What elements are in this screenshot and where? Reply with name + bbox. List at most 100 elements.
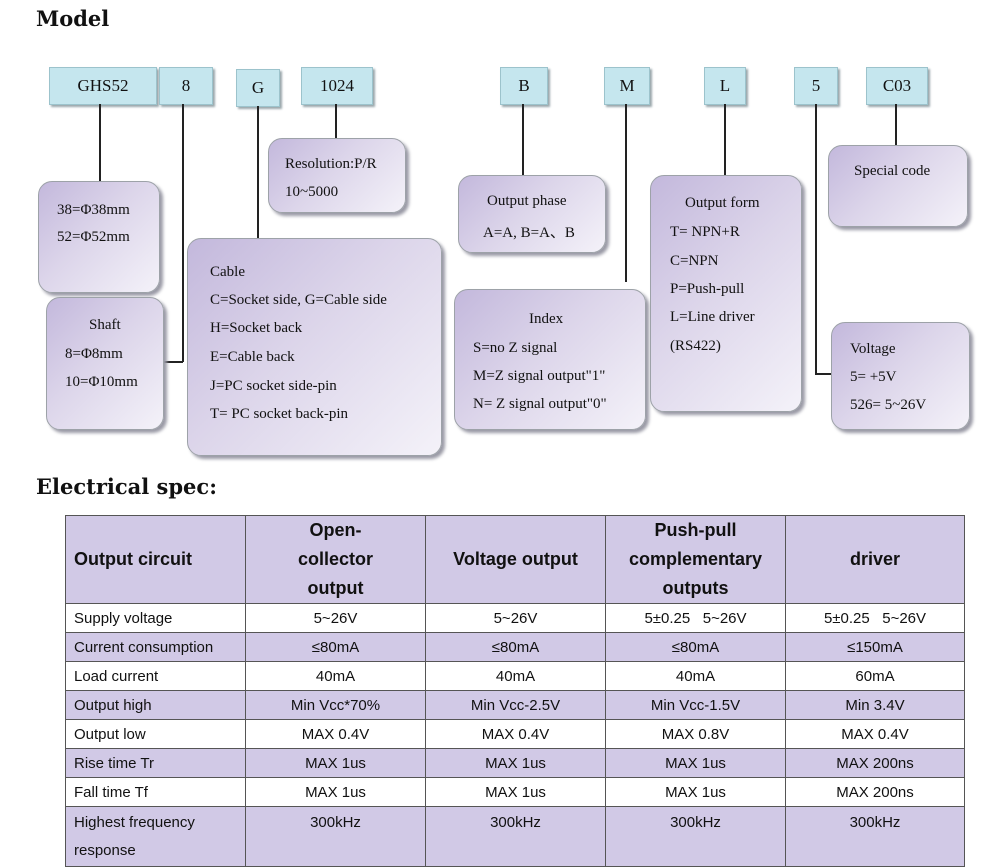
index-s: S=no Z signal — [473, 340, 558, 356]
cable-title: Cable — [210, 264, 245, 280]
table-cell: 300kHz — [245, 806, 426, 867]
cable-h: H=Socket back — [210, 320, 303, 336]
table-cell: MAX 0.4V — [785, 719, 965, 749]
table-cell: 40mA — [605, 661, 786, 691]
table-cell: MAX 0.4V — [245, 719, 426, 749]
cable-box: Cable C=Socket side, G=Cable side H=Sock… — [187, 238, 442, 456]
table-cell: ≤80mA — [425, 632, 606, 662]
size-38: 38=Φ38mm — [57, 202, 130, 218]
connector-line — [182, 104, 184, 362]
connector-line — [724, 104, 726, 176]
shaft-10: 10=Φ10mm — [65, 374, 138, 390]
output-phase-box: Output phase A=A, B=A、B — [458, 175, 606, 253]
table-cell: ≤80mA — [605, 632, 786, 662]
special-code-title: Special code — [854, 163, 931, 179]
row-label: Current consumption — [65, 632, 246, 662]
output-form-c: C=NPN — [670, 253, 719, 269]
table-header-row: Output circuit Open-collector output Vol… — [65, 515, 965, 604]
table-cell: ≤150mA — [785, 632, 965, 662]
index-n: N= Z signal output"0" — [473, 396, 607, 412]
row-label: Supply voltage — [65, 603, 246, 633]
table-cell: MAX 1us — [245, 777, 426, 807]
connector-line — [895, 104, 897, 146]
table-cell: Min Vcc*70% — [245, 690, 426, 720]
table-cell: MAX 1us — [605, 748, 786, 778]
table-cell: 300kHz — [425, 806, 606, 867]
row-label: Output low — [65, 719, 246, 749]
code-output-form: L — [704, 67, 746, 105]
table-cell: 5±0.25 5~26V — [605, 603, 786, 633]
table-cell: 300kHz — [785, 806, 965, 867]
output-form-title: Output form — [685, 195, 760, 211]
shaft-box: Shaft 8=Φ8mm 10=Φ10mm — [46, 297, 164, 430]
connector-line — [522, 104, 524, 176]
index-box: Index S=no Z signal M=Z signal output"1"… — [454, 289, 646, 430]
electrical-spec-table: Output circuit Open-collector output Vol… — [65, 515, 965, 867]
header-open-collector: Open-collector output — [245, 515, 426, 604]
electrical-spec-heading: Electrical spec: — [36, 474, 217, 499]
connector-line — [257, 106, 259, 239]
header-push-pull: Push-pull complementary outputs — [605, 515, 786, 604]
table-row: Current consumption ≤80mA ≤80mA ≤80mA ≤1… — [65, 632, 965, 662]
table-cell: Min Vcc-2.5V — [425, 690, 606, 720]
table-row: Supply voltage 5~26V 5~26V 5±0.25 5~26V … — [65, 603, 965, 633]
voltage-5: 5= +5V — [850, 369, 897, 385]
code-resolution: 1024 — [301, 67, 373, 105]
row-label: Output high — [65, 690, 246, 720]
code-voltage: 5 — [794, 67, 838, 105]
header-output-circuit: Output circuit — [65, 515, 246, 604]
code-special: C03 — [866, 67, 928, 105]
cable-t: T= PC socket back-pin — [210, 406, 349, 422]
code-index: M — [604, 67, 650, 105]
table-cell: Min 3.4V — [785, 690, 965, 720]
table-cell: MAX 1us — [245, 748, 426, 778]
code-shaft: 8 — [159, 67, 213, 105]
cable-e: E=Cable back — [210, 349, 295, 365]
table-cell: MAX 0.8V — [605, 719, 786, 749]
voltage-box: Voltage 5= +5V 526= 5~26V — [831, 322, 970, 430]
output-form-rs422: (RS422) — [670, 338, 721, 354]
output-form-l: L=Line driver — [670, 309, 755, 325]
connector-line — [815, 373, 831, 375]
model-heading: Model — [36, 6, 110, 31]
row-label: Fall time Tf — [65, 777, 246, 807]
table-row: Output low MAX 0.4V MAX 0.4V MAX 0.8V MA… — [65, 719, 965, 749]
table-cell: ≤80mA — [245, 632, 426, 662]
row-label: Highest frequency response — [65, 806, 246, 867]
special-code-box: Special code — [828, 145, 968, 227]
cable-c-g: C=Socket side, G=Cable side — [210, 292, 387, 308]
output-form-p: P=Push-pull — [670, 281, 745, 297]
row-label: Rise time Tr — [65, 748, 246, 778]
table-cell: 5~26V — [245, 603, 426, 633]
connector-line — [164, 361, 183, 363]
output-form-box: Output form T= NPN+R C=NPN P=Push-pull L… — [650, 175, 802, 412]
table-cell: 40mA — [245, 661, 426, 691]
output-phase-ab: A=A, B=A、B — [483, 225, 575, 241]
code-output-phase: B — [500, 67, 548, 105]
table-cell: MAX 1us — [605, 777, 786, 807]
connector-line — [625, 104, 627, 282]
table-cell: Min Vcc-1.5V — [605, 690, 786, 720]
table-cell: 5~26V — [425, 603, 606, 633]
connector-line — [99, 104, 101, 182]
table-cell: 5±0.25 5~26V — [785, 603, 965, 633]
table-row: Load current 40mA 40mA 40mA 60mA — [65, 661, 965, 691]
row-label: Load current — [65, 661, 246, 691]
resolution-range: 10~5000 — [285, 184, 339, 200]
output-phase-title: Output phase — [487, 193, 567, 209]
table-cell: MAX 200ns — [785, 777, 965, 807]
table-cell: MAX 1us — [425, 777, 606, 807]
voltage-title: Voltage — [850, 341, 896, 357]
table-cell: MAX 0.4V — [425, 719, 606, 749]
size-52: 52=Φ52mm — [57, 229, 130, 245]
shaft-8: 8=Φ8mm — [65, 346, 123, 362]
table-row: Fall time Tf MAX 1us MAX 1us MAX 1us MAX… — [65, 777, 965, 807]
connector-line — [335, 104, 337, 140]
shaft-title: Shaft — [89, 317, 121, 333]
index-m: M=Z signal output"1" — [473, 368, 606, 384]
connector-line — [815, 104, 817, 374]
table-row: Rise time Tr MAX 1us MAX 1us MAX 1us MAX… — [65, 748, 965, 778]
table-cell: 300kHz — [605, 806, 786, 867]
index-title: Index — [529, 311, 564, 327]
code-cable: G — [236, 69, 280, 107]
